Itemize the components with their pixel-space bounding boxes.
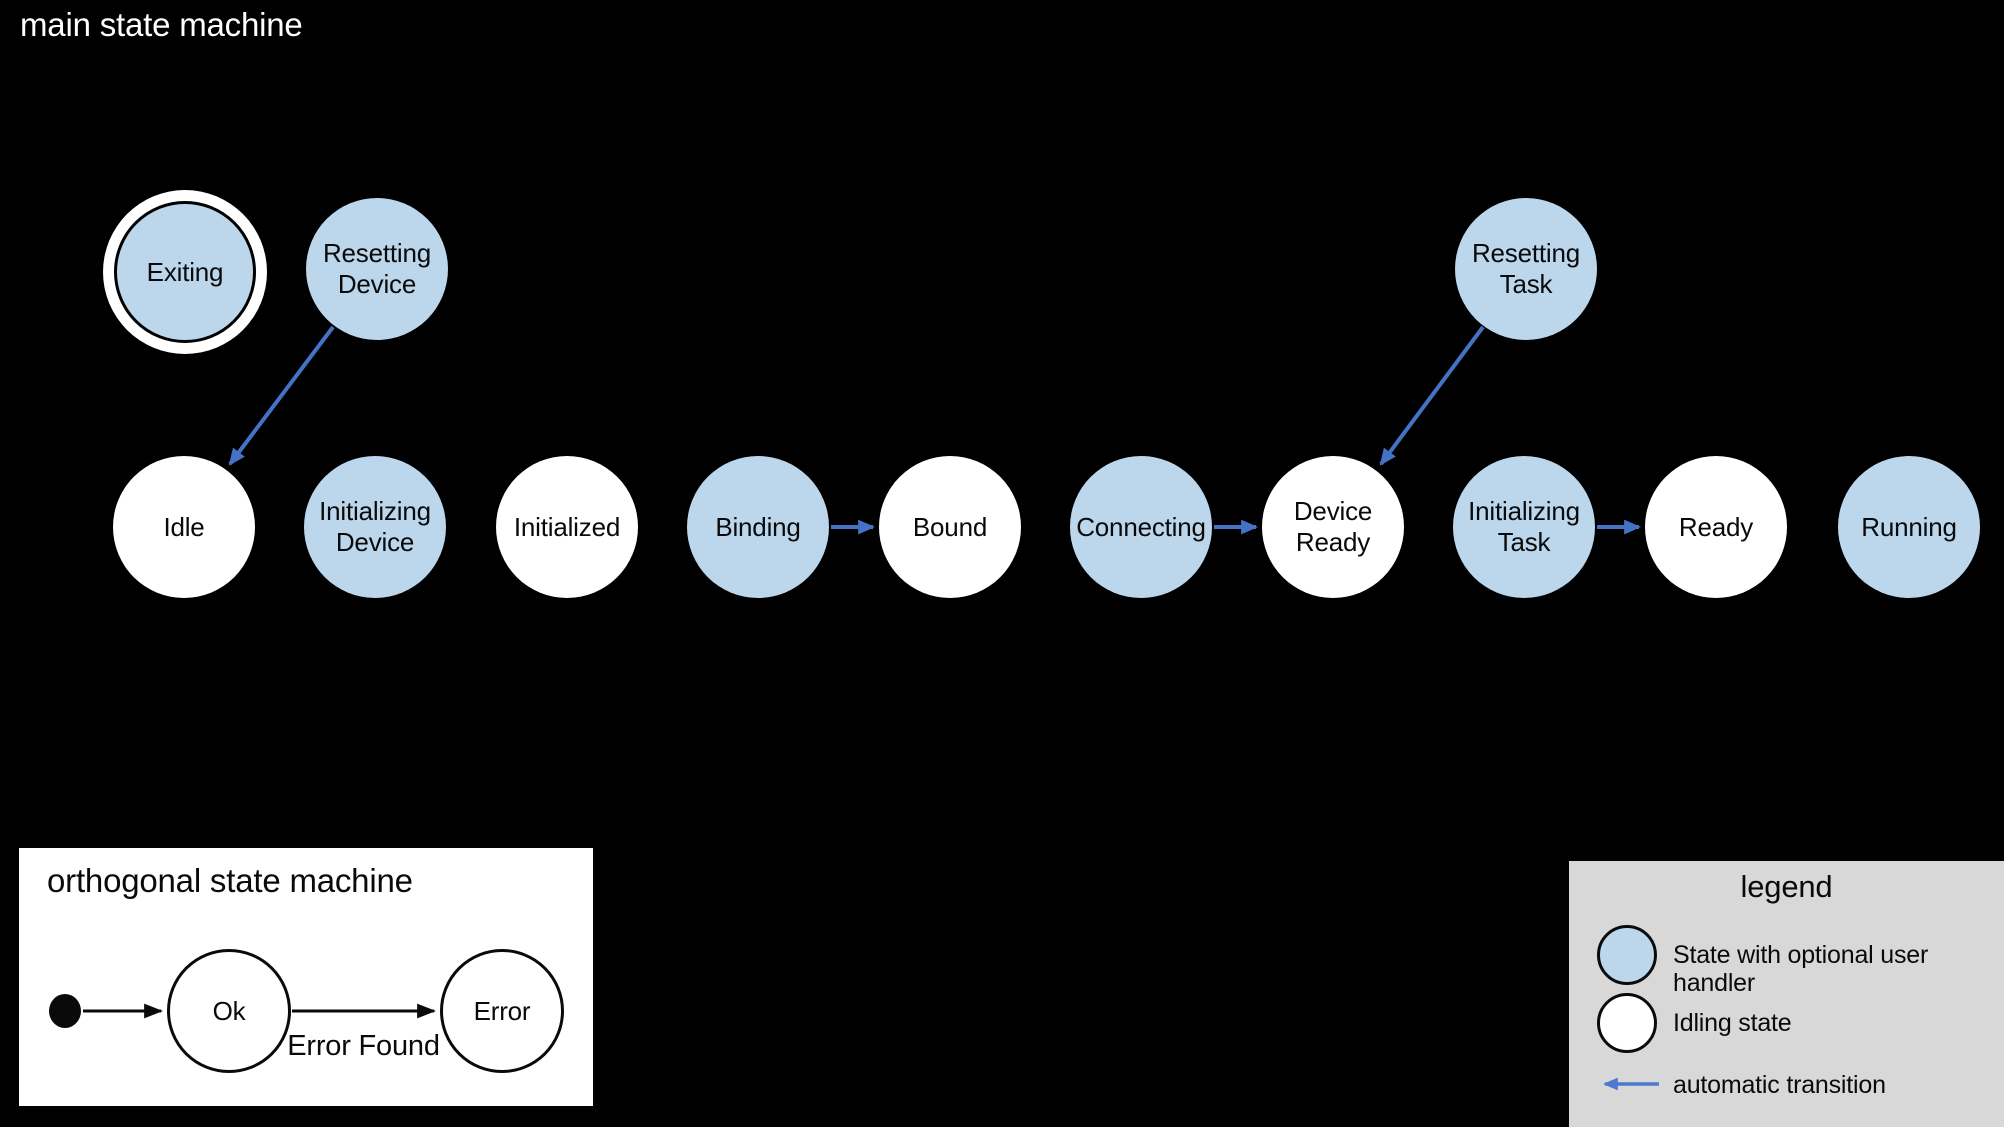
state-connecting: Connecting (1070, 456, 1212, 598)
legend-item-label: automatic transition (1673, 1071, 1886, 1099)
legend-panel: legend State with optional user handler … (1569, 861, 2004, 1127)
automatic-transition-arrow-icon (1602, 1077, 1659, 1091)
state-label: Idle (163, 511, 205, 542)
state-label: Initializing Device (319, 496, 431, 557)
state-initializing-task: Initializing Task (1453, 456, 1595, 598)
state-label: Running (1861, 511, 1957, 542)
state-binding: Binding (687, 456, 829, 598)
legend-item-label: State with optional user handler (1673, 941, 1929, 997)
state-label: Error (473, 995, 531, 1026)
orthogonal-state-machine-panel: orthogonal state machine Ok Error Error … (19, 848, 593, 1106)
state-resetting-task: Resetting Task (1455, 198, 1597, 340)
state-initialized: Initialized (496, 456, 638, 598)
state-label: Resetting Task (1471, 238, 1581, 299)
transition-resetting-device-to-idle (228, 325, 335, 466)
state-exiting: Exiting (114, 201, 256, 343)
state-initializing-device: Initializing Device (304, 456, 446, 598)
initial-state-dot (49, 994, 81, 1028)
state-label: Ok (212, 995, 246, 1026)
state-label: Device Ready (1293, 496, 1373, 557)
state-resetting-device: Resetting Device (306, 198, 448, 340)
orthogonal-diagram-title: orthogonal state machine (47, 862, 413, 899)
idling-state-swatch-icon (1597, 993, 1657, 1053)
main-diagram-title: main state machine (20, 6, 303, 43)
state-idle: Idle (113, 456, 255, 598)
state-label: Binding (715, 511, 801, 542)
state-label: Connecting (1076, 511, 1206, 542)
transition-resetting-task-to-device-ready (1379, 325, 1485, 466)
legend-item-label: Idling state (1673, 1009, 1792, 1037)
state-ok: Ok (167, 949, 291, 1073)
state-ready: Ready (1645, 456, 1787, 598)
legend-title: legend (1740, 869, 1833, 904)
state-label: Ready (1678, 511, 1754, 542)
state-label: Initializing Task (1468, 496, 1580, 557)
state-device-ready: Device Ready (1262, 456, 1404, 598)
state-label: Resetting Device (322, 238, 432, 299)
state-label: Exiting (146, 256, 224, 287)
transition-label-error-found: Error Found (287, 1030, 440, 1062)
handler-state-swatch-icon (1597, 925, 1657, 985)
state-bound: Bound (879, 456, 1021, 598)
state-error: Error (440, 949, 564, 1073)
state-label: Bound (912, 511, 988, 542)
state-running: Running (1838, 456, 1980, 598)
state-label: Initialized (513, 511, 621, 542)
